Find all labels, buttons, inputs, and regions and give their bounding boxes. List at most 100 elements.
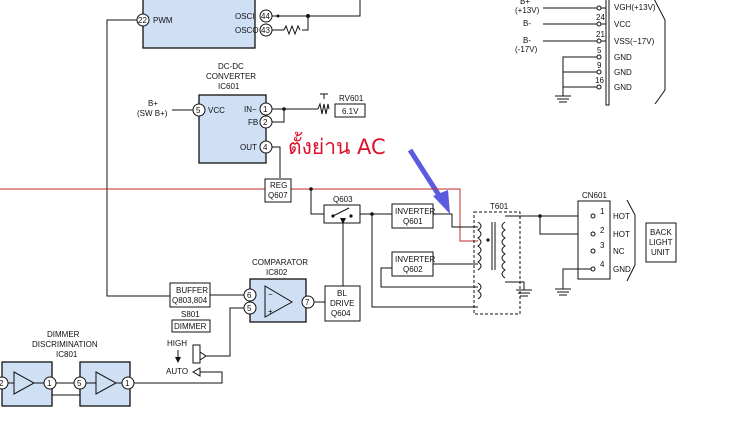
- q601-label: Q601: [403, 217, 423, 226]
- q603-switch: Q603: [323, 195, 361, 224]
- bl-drive-box: [324, 285, 361, 322]
- bplus-label: B+: [520, 0, 530, 6]
- dimmer-pin-5: 5: [77, 379, 82, 388]
- bminus-label-2: B-: [523, 36, 531, 45]
- comparator-body: [249, 278, 307, 323]
- osci-label: OSCI: [235, 12, 255, 21]
- comparator-plus: +: [268, 307, 273, 316]
- dimmer-title: DIMMER: [47, 330, 80, 339]
- osco-label: OSCO: [235, 26, 259, 35]
- reg-q607: REG Q607: [264, 178, 292, 203]
- inverter1-label: INVERTER: [395, 207, 436, 216]
- bminus-label-1: B-: [523, 19, 531, 28]
- buffer-label: BUFFER: [176, 286, 208, 295]
- minus17v-label: (-17V): [515, 45, 538, 54]
- dcdc-out: OUT: [240, 143, 257, 152]
- backlight-light: LIGHT: [649, 238, 673, 247]
- cn601-hot-2: HOT: [613, 230, 630, 239]
- pin-22: 22: [138, 16, 147, 25]
- q604-label: Q604: [331, 309, 351, 318]
- plus13v-label: (+13V): [515, 6, 540, 15]
- dcdc-in-minus: IN−: [244, 105, 257, 114]
- top-connector: B+ (+13V) B- B- (-17V) 24 21 5 9 16 VGH(…: [515, 0, 666, 106]
- dcdc-pin-2: 2: [263, 118, 268, 127]
- rv601-value-box: [334, 103, 366, 118]
- cn601-gnd: GND: [613, 265, 631, 274]
- q603-label: Q603: [333, 195, 353, 204]
- dimmer-pin-2: 2: [0, 379, 4, 388]
- s801-ref: S801: [181, 310, 200, 319]
- pwm-label: PWM: [153, 16, 173, 25]
- inverter2-box: [391, 251, 434, 277]
- comparator-pin-5: 5: [247, 304, 252, 313]
- backlight-unit: BACK LIGHT UNIT: [645, 222, 677, 263]
- cn-pin-9: 9: [597, 61, 602, 70]
- vgh-label: VGH(+13V): [614, 3, 656, 12]
- main-ic-top: 22 PWM 44 OSCI 43 OSCO: [136, 0, 273, 49]
- rv601: RV601 6.1V: [334, 94, 366, 118]
- cn-pin-16: 16: [595, 76, 604, 85]
- cn-pin-21: 21: [596, 30, 605, 39]
- comparator-title: COMPARATOR: [252, 258, 308, 267]
- dcdc-fb: FB: [248, 118, 258, 127]
- swbplus-label: (SW B+): [137, 109, 168, 118]
- comparator-ic802: COMPARATOR IC802 − + 6 5 7: [243, 258, 315, 323]
- t601-transformer: T601: [473, 202, 521, 315]
- q607-label: Q607: [268, 191, 288, 200]
- inverter-q602: INVERTER Q602: [391, 251, 436, 277]
- inverter2-label: INVERTER: [395, 255, 436, 264]
- comparator-pin-6: 6: [247, 291, 252, 300]
- cn601-pin-1: 1: [600, 207, 605, 216]
- gnd-label-2: GND: [614, 68, 632, 77]
- rv601-value: 6.1V: [342, 107, 359, 116]
- dimmer-ic801: DIMMER DISCRIMINATION IC801 2 1 5 1: [0, 330, 135, 407]
- vcc-label: VCC: [614, 20, 631, 29]
- inverter-q601: INVERTER Q601: [391, 203, 436, 229]
- reg-label: REG: [270, 181, 287, 190]
- comparator-pin-7: 7: [305, 298, 310, 307]
- pin-44: 44: [261, 12, 270, 21]
- cn601-pin-2: 2: [600, 226, 605, 235]
- dcdc-converter: DC-DC CONVERTER IC601 5 VCC B+ (SW B+) 1…: [137, 62, 273, 164]
- reg-box: [264, 178, 292, 203]
- t601-outline: [473, 211, 521, 315]
- cn601-pin-3: 3: [600, 241, 605, 250]
- buffer-q803: BUFFER Q803,804: [169, 282, 211, 308]
- s801-name-box: [171, 319, 211, 333]
- comparator-minus: −: [268, 290, 273, 299]
- drive-label: DRIVE: [330, 299, 354, 308]
- dcdc-ic-body: [198, 94, 267, 164]
- cn601-label: CN601: [582, 191, 607, 200]
- cn-pin-24: 24: [596, 13, 605, 22]
- backlight-unit-label: UNIT: [651, 248, 670, 257]
- s801-high: HIGH: [167, 339, 187, 348]
- dimmer-pin-1b: 1: [125, 379, 130, 388]
- dcdc-vcc: VCC: [208, 106, 225, 115]
- s801-auto: AUTO: [166, 367, 188, 376]
- bl-drive-q604: BL DRIVE Q604: [324, 285, 361, 322]
- bplus-sw-label: B+: [148, 99, 158, 108]
- dcdc-pin-1: 1: [263, 105, 268, 114]
- note-arrow: [407, 148, 445, 202]
- ic601-label: IC601: [218, 82, 240, 91]
- ic801-label: IC801: [56, 350, 78, 359]
- cn601-hot-1: HOT: [613, 212, 630, 221]
- range-note: ตั้งย่าน AC: [288, 132, 386, 159]
- q603-box: [323, 204, 361, 224]
- dcdc-pin-4: 4: [263, 143, 268, 152]
- q602-label: Q602: [403, 265, 423, 274]
- dimmer-body-right: [79, 361, 131, 407]
- cn601-nc: NC: [613, 247, 625, 256]
- dcdc-pin-5: 5: [196, 106, 201, 115]
- gnd-label-3: GND: [614, 83, 632, 92]
- vss-label: VSS(−17V): [614, 37, 655, 46]
- backlight-back: BACK: [650, 228, 672, 237]
- dimmer-pin-1a: 1: [47, 379, 52, 388]
- backlight-unit-box: [645, 222, 677, 263]
- dcdc-converter-title: CONVERTER: [206, 72, 256, 81]
- bl-label: BL: [337, 289, 347, 298]
- t601-label: T601: [490, 202, 509, 211]
- s801-name: DIMMER: [174, 322, 207, 331]
- ic802-label: IC802: [266, 268, 288, 277]
